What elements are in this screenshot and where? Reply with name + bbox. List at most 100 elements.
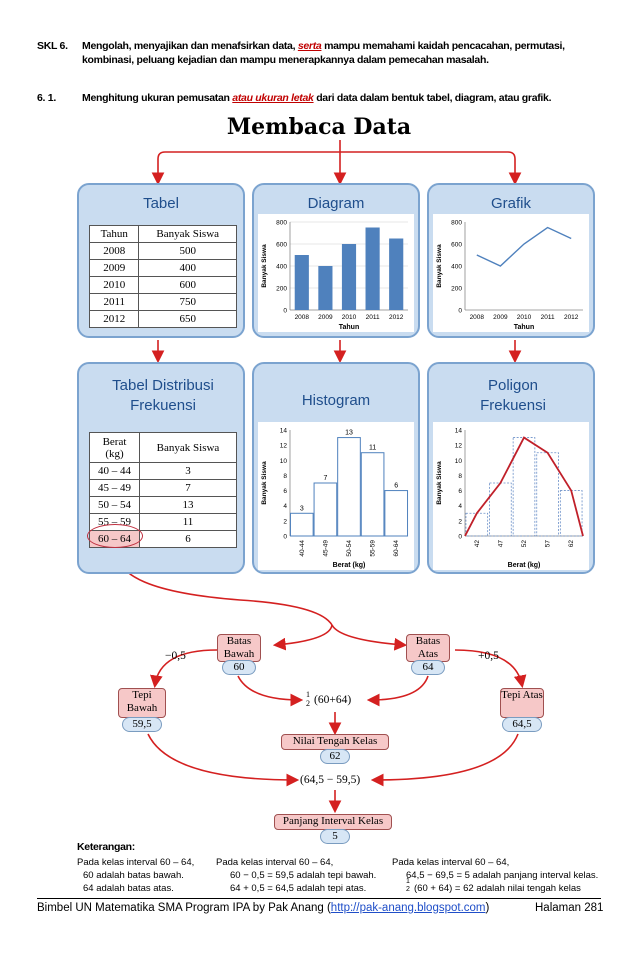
x-axis-label: Tahun [339,324,359,331]
y-tick-label: 0 [283,308,287,315]
footer-link[interactable]: http://pak-anang.blogspot.com [330,902,486,914]
panel-title-tdf: Tabel Distribusi Frekuensi [112,377,214,414]
y-tick-label: 2 [458,518,462,525]
data-label: 3 [300,505,304,512]
node-panjang-interval: Panjang Interval Kelas [274,814,392,830]
x-tick-label: 55-59 [370,540,377,557]
skl-text: Mengolah, menyajikan dan menafsirkan dat… [82,40,565,66]
y-tick-label: 0 [283,534,287,541]
y-tick-label: 8 [458,473,462,480]
highlight-ellipse [87,524,143,548]
x-tick-label: 60-64 [393,540,400,557]
histogram-bar-dashed [489,482,512,537]
x-tick-label: 47 [497,540,504,548]
x-tick-label: 45-49 [322,540,329,557]
page-number: Halaman 281 [535,902,604,914]
x-tick-label: 52 [521,540,528,548]
histogram-bar [313,482,338,537]
y-tick-label: 2 [283,518,287,525]
page-title: Membaca Data [226,114,412,140]
series-line [476,226,572,267]
y-tick-label: 14 [280,428,288,435]
node-batas-bawah: Batas Bawah [217,634,261,662]
data-label: 11 [369,445,376,452]
bar [341,244,357,310]
bar [294,255,309,310]
node-nilai-tengah: Nilai Tengah Kelas [281,734,389,750]
x-axis-label: Tahun [514,324,534,331]
panel-title-poligon: Poligon Frekuensi [480,377,546,414]
y-tick-label: 400 [276,264,287,271]
bar [365,227,380,310]
keterangan-col-3: Pada kelas interval 60 – 64, 64,5 − 69,5… [392,857,599,894]
poligon-line [464,436,584,537]
x-tick-label: 42 [474,540,481,548]
node-tepi-atas: Tepi Atas [500,688,544,718]
expr-range: (64,5 − 59,5) [300,774,361,786]
expr-half-sum: (60+64) [314,694,352,706]
y-tick-label: 6 [458,488,462,495]
data-label: 7 [323,475,327,482]
indicator-number: 6. 1. [37,92,56,104]
y-tick-label: 200 [451,286,462,293]
x-tick-label: 40-44 [299,540,306,557]
value-panjang-interval: 5 [320,829,350,844]
y-tick-label: 14 [455,428,463,435]
table-header: Banyak Siswa [138,225,237,243]
panel-title-tabel: Tabel [143,195,179,212]
value-batas-atas: 64 [411,660,445,675]
keterangan-col-2: Pada kelas interval 60 – 64, 60 − 0,5 = … [216,857,377,894]
indicator-text: Menghitung ukuran pemusatan atau ukuran … [82,92,552,104]
data-label: 6 [394,483,398,490]
x-tick-label: 2009 [493,314,508,321]
x-axis-label: Berat (kg) [333,562,366,569]
x-tick-label: 2011 [366,314,380,321]
y-tick-label: 10 [455,458,463,465]
table-header: Banyak Siswa [139,432,237,463]
y-tick-label: 0 [458,308,462,315]
panel-tabel-distribusi: Tabel Distribusi Frekuensi Berat (kg)Ban… [77,362,245,574]
y-tick-label: 200 [276,286,287,293]
label-plus-half: +0,5 [478,650,499,662]
skl-number: SKL 6. [37,40,68,52]
histogram-bar-dashed [465,512,489,537]
table-header: Tahun [88,225,140,243]
x-tick-label: 2011 [541,314,555,321]
x-tick-label: 2008 [295,314,310,321]
x-tick-label: 2010 [517,314,532,321]
x-tick-label: 62 [568,540,575,548]
label-minus-half: −0,5 [165,650,186,662]
y-tick-label: 12 [280,443,288,450]
x-tick-label: 2009 [318,314,333,321]
y-axis-label: Banyak Siswa [261,244,268,288]
value-batas-bawah: 60 [222,660,256,675]
y-tick-label: 0 [458,534,462,541]
panel-title-grafik: Grafik [490,195,531,212]
keterangan-col-1: Pada kelas interval 60 – 64, 60 adalah b… [77,857,195,894]
x-tick-label: 50-54 [346,540,353,557]
footer-divider [37,898,601,899]
histogram-bar [337,437,361,537]
value-tepi-bawah: 59,5 [122,717,162,732]
panel-title-diagram: Diagram [307,195,365,212]
y-tick-label: 800 [276,220,287,227]
y-axis-label: Banyak Siswa [436,461,443,505]
x-tick-label: 2012 [389,314,404,321]
node-batas-atas: Batas Atas [406,634,450,662]
y-tick-label: 10 [280,458,288,465]
value-tepi-atas: 64,5 [502,717,542,732]
y-tick-label: 400 [451,264,462,271]
